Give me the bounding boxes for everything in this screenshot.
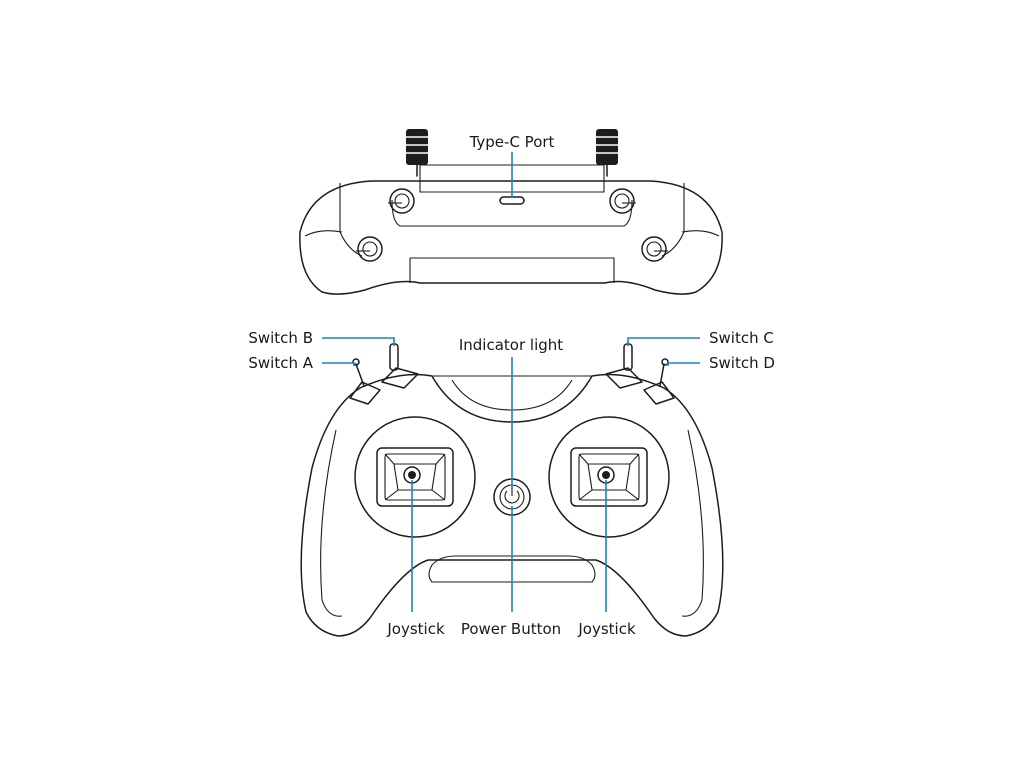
top-switch-b: [388, 188, 415, 214]
controller-front-view: Switch B Switch A Indicator light Switch…: [248, 329, 775, 638]
top-knob-right: [596, 129, 618, 177]
switch-d: [643, 358, 675, 405]
switch-d-label: Switch D: [709, 354, 775, 372]
switch-c: [605, 343, 643, 389]
controller-top-view: Type-C Port: [299, 129, 723, 295]
switch-b: [381, 343, 419, 389]
type-c-port-label: Type-C Port: [469, 133, 555, 151]
switch-a: [349, 358, 381, 405]
switch-c-label: Switch C: [709, 329, 774, 347]
joystick-left-label: Joystick: [386, 620, 445, 638]
indicator-light-label: Indicator light: [459, 336, 563, 354]
top-switch-c: [609, 188, 636, 214]
joystick-right-label: Joystick: [577, 620, 636, 638]
joystick-right: [548, 416, 670, 538]
top-switch-a: [356, 236, 383, 262]
top-knob-left: [406, 129, 428, 177]
type-c-port: [499, 196, 525, 205]
top-switch-d: [641, 236, 668, 262]
power-button-label: Power Button: [461, 620, 561, 638]
switch-b-label: Switch B: [248, 329, 313, 347]
joystick-left: [354, 416, 476, 538]
switch-a-label: Switch A: [248, 354, 313, 372]
leader-lines: [322, 337, 700, 612]
